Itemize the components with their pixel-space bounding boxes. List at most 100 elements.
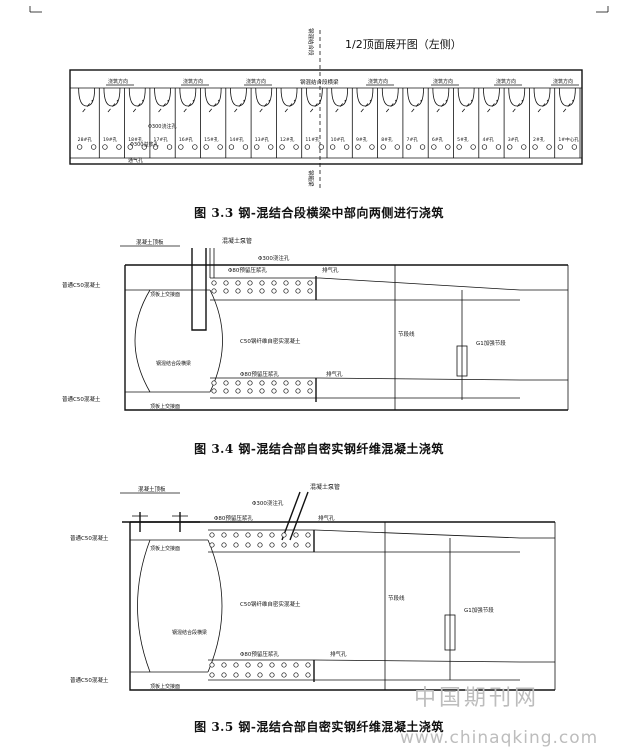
grout-hole: [293, 532, 299, 538]
plan-hole-label: 3#孔: [508, 136, 520, 143]
plan-hole-label: 19#孔: [103, 136, 118, 143]
grout-hole: [257, 542, 263, 548]
grout-hole: [269, 542, 275, 548]
grout-hole: [307, 288, 313, 294]
plan-cell: 28#孔: [76, 87, 100, 158]
grout-hole: [233, 532, 239, 538]
grout-hole: [295, 380, 301, 386]
figure3-label-normal-top: 普通C50混凝土: [70, 534, 109, 542]
grout-hole: [293, 542, 299, 548]
figure2-label-segment: G1加强节段: [476, 339, 506, 347]
grout-hole: [295, 388, 301, 394]
grout-hole: [247, 288, 253, 294]
figure1-bottom-vertical-label: 钢箱梁: [307, 170, 315, 187]
grout-hole: [221, 672, 227, 678]
figure3-label-core: C50钢纤维自密实混凝土: [240, 600, 301, 608]
plan-cell: 5#孔: [456, 87, 480, 158]
plan-hole-label: 7#孔: [407, 136, 419, 143]
grout-hole: [295, 280, 301, 286]
grout-hole: [233, 542, 239, 548]
grout-hole: [259, 288, 265, 294]
plan-cell: 3#孔: [507, 87, 530, 158]
grout-hole: [281, 672, 287, 678]
plan-cell: 4#孔: [481, 87, 505, 158]
plan-hole-label: 5#孔: [457, 136, 469, 143]
plan-hole-label: 18#孔: [128, 136, 143, 143]
plan-cell: 18#孔: [127, 87, 151, 158]
figure1-center-label: 钢混结合段横梁: [300, 78, 339, 86]
plan-hole-label: 9#孔: [356, 136, 368, 143]
grout-hole: [221, 662, 227, 668]
plan-direction-label: 浇筑方向: [368, 78, 388, 85]
grout-hole: [209, 662, 215, 668]
figure1-direction-labels: 浇筑方向浇筑方向浇筑方向浇筑方向浇筑方向浇筑方向浇筑方向: [106, 78, 579, 86]
grout-hole: [223, 280, 229, 286]
figure3-label-pump: 混凝土泵管: [310, 483, 340, 491]
grout-hole: [281, 542, 287, 548]
plan-direction-label: 浇筑方向: [246, 78, 266, 85]
grout-hole: [245, 542, 251, 548]
grout-hole: [307, 280, 313, 286]
figure3-label-top-holes: Φ80预留压浆孔: [214, 514, 253, 522]
figure2-label-pour-hole: Φ300浇注孔: [258, 254, 290, 262]
grout-hole: [257, 532, 263, 538]
figure3-hole-pattern: [209, 532, 311, 678]
plan-hole-label: 17#孔: [154, 136, 169, 143]
grout-hole: [247, 280, 253, 286]
grout-hole: [221, 542, 227, 548]
plan-cell: 17#孔: [152, 87, 176, 158]
plan-hole-label: 1#中心孔: [558, 136, 579, 143]
plan-hole-label: 28#孔: [78, 136, 93, 143]
grout-hole: [269, 532, 275, 538]
grout-hole: [283, 288, 289, 294]
grout-hole: [235, 280, 241, 286]
grout-hole: [283, 388, 289, 394]
grout-hole: [283, 280, 289, 286]
figure3-label-section: 节段线: [388, 594, 405, 602]
plan-hole-label: 14#孔: [229, 136, 244, 143]
plan-hole-label: 16#孔: [179, 136, 194, 143]
grout-hole: [271, 288, 277, 294]
grout-hole: [245, 672, 251, 678]
grout-hole: [223, 388, 229, 394]
figure1-outer-frame: [69, 69, 583, 165]
plan-cell: 13#孔: [254, 87, 277, 158]
grout-hole: [257, 662, 263, 668]
figure2-hole-pattern: [211, 280, 313, 394]
grout-hole: [211, 388, 217, 394]
figure2-section: 混凝土顶板 混凝土泵管 普通C50混凝土 普通C50混凝土 顶板上交接面 顶板上…: [62, 237, 569, 411]
plan-hole-label: 11#孔: [305, 136, 320, 143]
plan-cell: 9#孔: [355, 87, 379, 158]
watermark-cn: 中国期刊网: [414, 686, 540, 711]
figure2-label-roof: 混凝土顶板: [136, 238, 164, 246]
plan-hole-label: 10#孔: [331, 136, 346, 143]
plan-cell: 15#孔: [203, 87, 227, 158]
grout-hole: [305, 532, 311, 538]
grout-hole: [209, 532, 215, 538]
figure3-label-vent-bottom: 排气孔: [330, 650, 347, 658]
plan-direction-label: 浇筑方向: [108, 78, 128, 85]
grout-hole: [259, 280, 265, 286]
plan-cell: 8#孔: [380, 87, 404, 158]
figure3-label-top-flange: 顶板上交接面: [150, 545, 180, 552]
figure1-top-vertical-label: 钢混结合段: [307, 28, 315, 56]
grout-hole: [247, 388, 253, 394]
plan-hole-label: 2#孔: [533, 136, 545, 143]
grout-hole: [281, 532, 287, 538]
figure2-label-pump: 混凝土泵管: [222, 237, 252, 245]
watermark-url: www.chinaqking.com: [400, 728, 599, 748]
figure3-section: 混凝土顶板 混凝土泵管 普通C50混凝土 普通C50混凝土 顶板上交接面 顶板上…: [70, 483, 556, 691]
figure3-label-left-body: 钢混结合段横梁: [172, 629, 207, 636]
plan-cell: 19#孔: [102, 87, 125, 158]
grout-hole: [235, 288, 241, 294]
figure1-side-label-3: 通气孔: [128, 157, 143, 164]
grout-hole: [209, 542, 215, 548]
grout-hole: [235, 388, 241, 394]
figure2-label-left-body: 钢混结合段横梁: [156, 360, 191, 367]
grout-hole: [245, 532, 251, 538]
plan-cell: 12#孔: [279, 87, 303, 158]
plan-hole-label: 8#孔: [381, 136, 393, 143]
figure2-label-vent-top: 排气孔: [322, 266, 339, 274]
